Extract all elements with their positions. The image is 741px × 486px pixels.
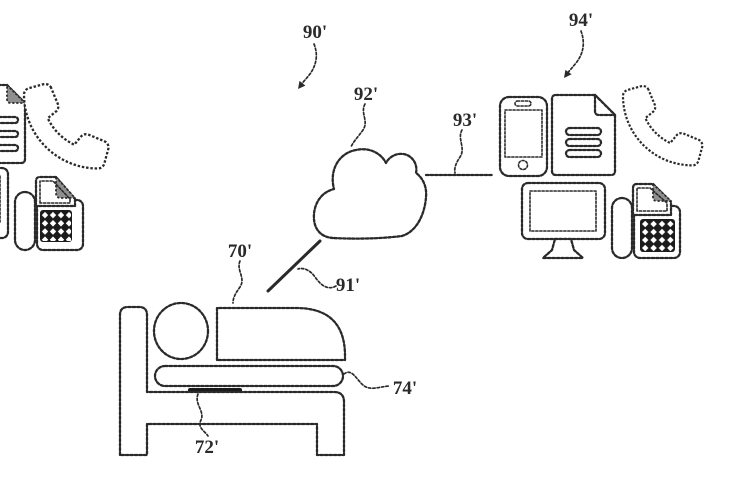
sensor-leader [196, 393, 209, 437]
devices-arrow [566, 30, 585, 75]
label-sleeper: 70' [228, 241, 252, 262]
fax-machine-icon [13, 175, 85, 252]
sleeper-leader [232, 260, 243, 304]
monitor-icon [0, 166, 10, 240]
mattress-shape [153, 364, 345, 388]
system-arrowhead [298, 80, 306, 89]
blanket-shape [215, 306, 347, 362]
label-bed-link: 91' [336, 275, 360, 296]
reference-leaders [196, 30, 585, 437]
cloud-icon [312, 148, 428, 240]
sleeping-person-icon [152, 301, 210, 361]
document-icon [550, 93, 617, 177]
reference-labels: 90' 92' 93' 94' 70' 91' 74' 72' [195, 10, 593, 458]
phone-handset-icon [621, 84, 704, 167]
devices-left-group [0, 82, 110, 252]
devices-right-group [498, 84, 704, 260]
bed-link-leader [297, 267, 337, 289]
bed-frame-shape [118, 305, 346, 457]
fax-machine-icon [610, 182, 682, 260]
network-link-leader [453, 129, 463, 174]
label-remote-devices: 94' [569, 10, 593, 31]
label-mattress: 74' [393, 378, 417, 399]
devices-arrowhead [564, 69, 572, 78]
monitor-icon [520, 181, 607, 260]
document-icon [0, 83, 27, 165]
system-arrow [300, 43, 318, 86]
cloud-leader [350, 103, 366, 148]
smartphone-icon [498, 95, 549, 178]
label-system: 90' [303, 22, 327, 43]
mattress-leader [343, 371, 390, 390]
bed-icon [118, 301, 347, 457]
label-network-link: 93' [453, 110, 477, 131]
phone-handset-icon [22, 82, 110, 170]
label-cloud: 92' [354, 84, 378, 105]
cloud-bed-link-line [266, 239, 322, 293]
label-sensor: 72' [195, 437, 219, 458]
